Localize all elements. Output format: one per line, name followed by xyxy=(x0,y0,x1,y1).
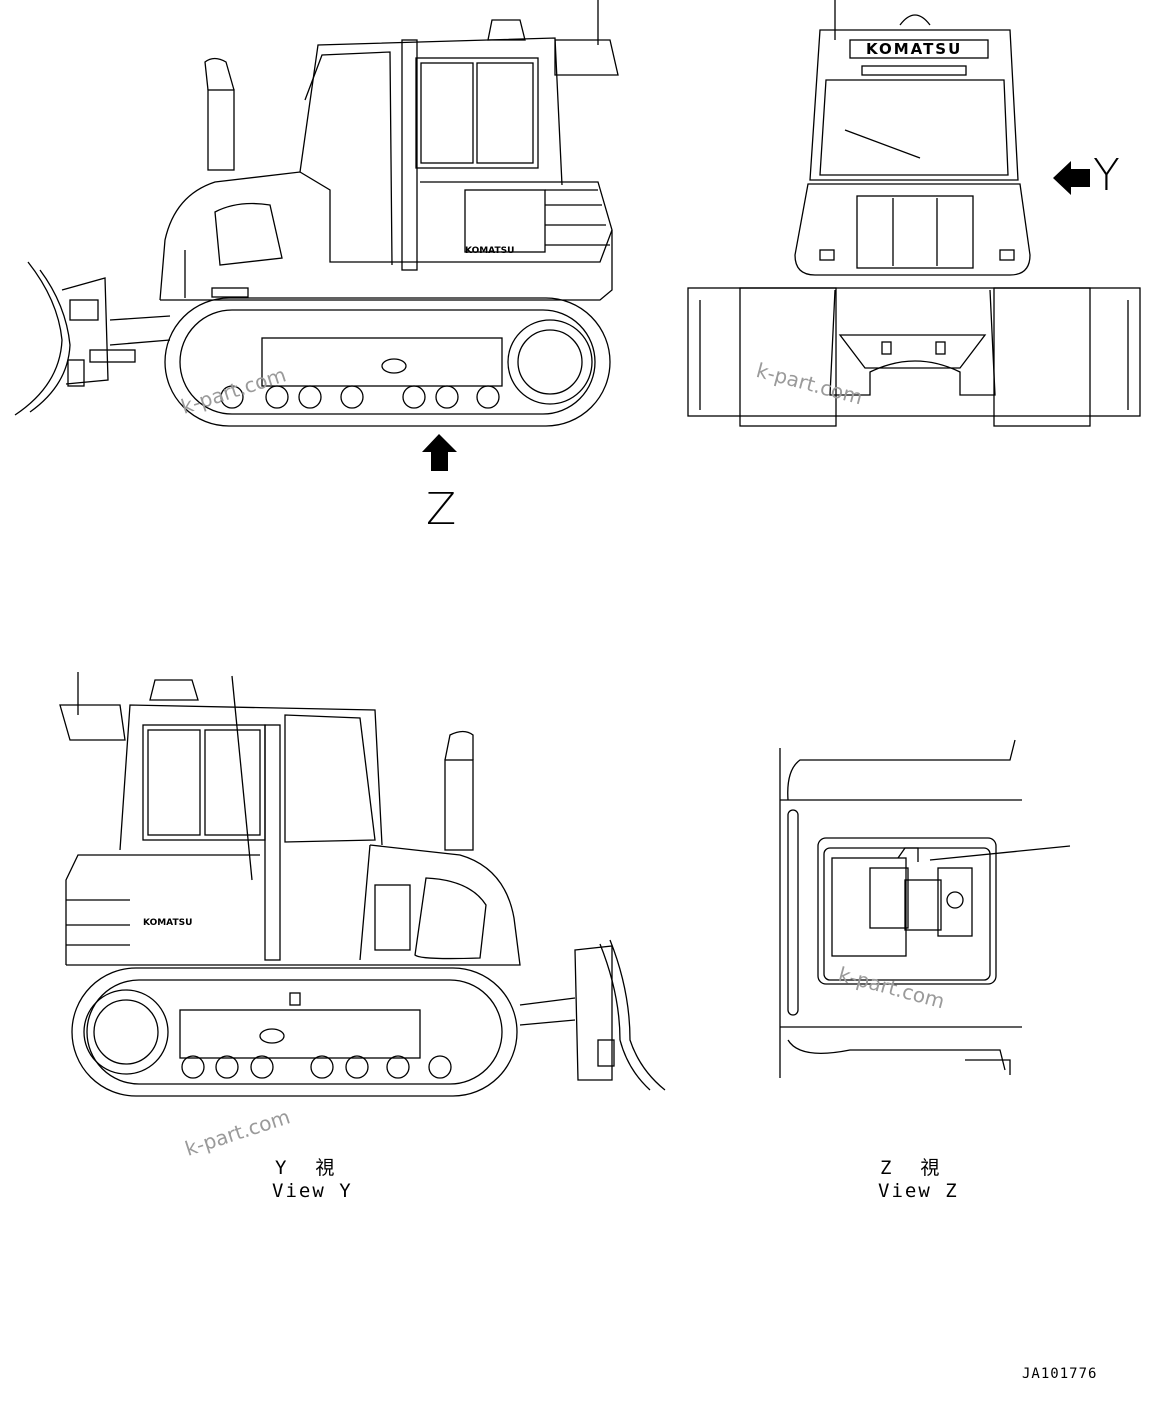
brand-logo-left: KOMATSU xyxy=(465,246,515,256)
view-z-title-jp: Z 視 xyxy=(880,1157,942,1179)
brand-logo-front: KOMATSU xyxy=(866,40,963,58)
dozer-side-view-y xyxy=(59,672,666,1097)
dozer-front-view xyxy=(687,0,1141,427)
view-y-title-en: View Y xyxy=(272,1180,353,1202)
drawing-code: JA101776 xyxy=(1022,1366,1098,1382)
arrow-y-icon xyxy=(1053,161,1090,195)
brand-logo-y: KOMATSU xyxy=(143,918,193,928)
arrow-y-label: Y xyxy=(1093,150,1120,201)
dozer-side-view-left xyxy=(14,0,619,427)
arrow-z-icon xyxy=(422,434,457,471)
arrow-z-label: Z xyxy=(426,484,457,535)
view-z-title-en: View Z xyxy=(878,1180,959,1202)
view-y-title-jp: Y 視 xyxy=(275,1157,337,1179)
view-z-detail xyxy=(779,739,1071,1078)
